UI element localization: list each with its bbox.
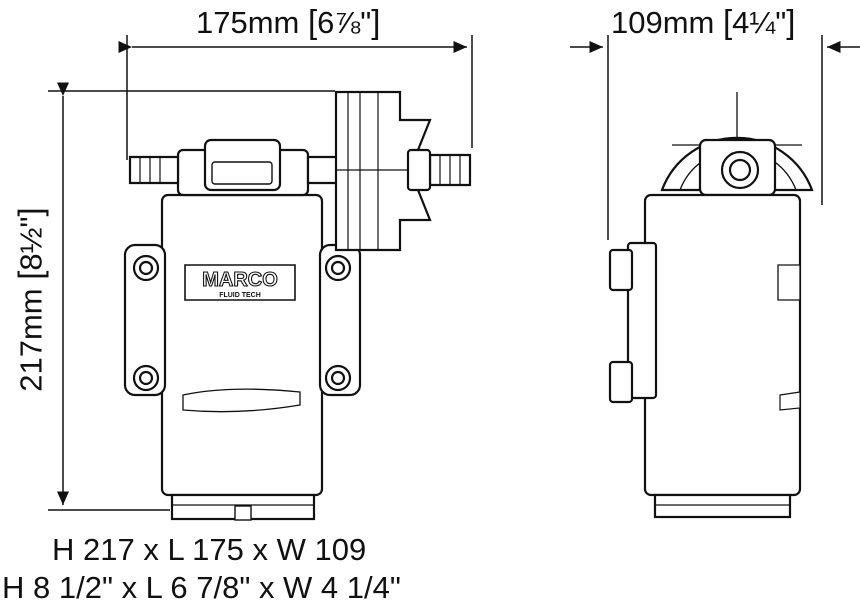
height-dimension-line bbox=[48, 82, 335, 511]
dimensions-summary-metric: H 217 x L 175 x W 109 bbox=[52, 532, 367, 567]
width-imperial: 4¼" bbox=[732, 5, 787, 40]
length-metric: 175mm bbox=[196, 5, 300, 40]
marco-logo: MARCO FLUID TECH bbox=[202, 268, 279, 299]
logo-subtext: FLUID TECH bbox=[219, 292, 261, 299]
length-dimension-label: 175mm [6⅞"] bbox=[196, 3, 381, 40]
logo-text: MARCO bbox=[202, 269, 278, 291]
width-dimension-label: 109mm [4¼"] bbox=[611, 3, 796, 40]
pump-side-view bbox=[608, 92, 814, 519]
dimensions-summary-imperial: H 8 1/2" x L 6 7/8" x W 4 1/4" bbox=[2, 570, 401, 605]
pump-front-view bbox=[123, 90, 472, 521]
width-dimension-line bbox=[570, 35, 860, 240]
width-metric: 109mm bbox=[611, 5, 715, 40]
length-imperial: 6⅞" bbox=[317, 5, 372, 40]
length-dimension-line bbox=[118, 35, 473, 160]
